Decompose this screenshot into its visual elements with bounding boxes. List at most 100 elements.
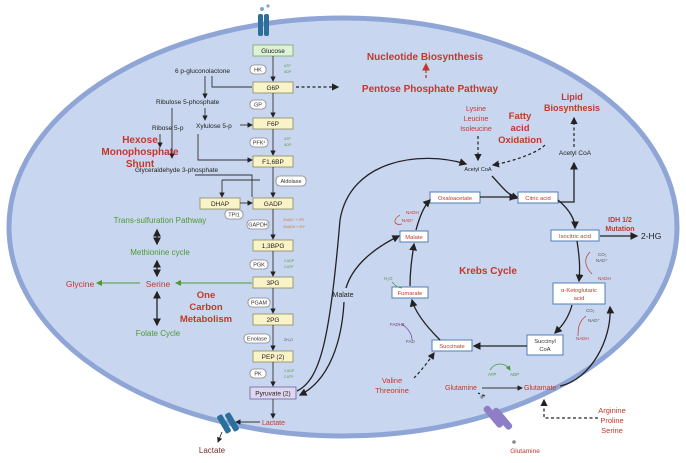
acetyl-coa-right-label: Acetyl CoA: [559, 150, 592, 157]
leucine-label: Leucine: [464, 116, 489, 123]
malate-label: Malate: [405, 235, 422, 241]
gp-label: GP: [254, 103, 262, 109]
gp-enzyme-box: [249, 99, 267, 110]
akg-line2: acid: [574, 296, 585, 302]
succinate-box: [431, 339, 473, 352]
gluconolactone-label: 6 p-gluconolactone: [175, 68, 230, 75]
krebs-title: Krebs Cycle: [459, 266, 517, 277]
pfk-label: PFK¹: [253, 141, 266, 147]
hms-title-line2: Monophosphate: [101, 147, 179, 158]
hk-enzyme-box: [249, 64, 267, 75]
gapdh-enzyme-box: [246, 219, 270, 230]
pfk-atp: ATP: [284, 137, 291, 141]
pk-label: PK: [254, 372, 262, 378]
isoleucine-label: Isoleucine: [460, 126, 492, 133]
f16bp-label: F1,6BP: [262, 159, 284, 166]
proline-label: Proline: [600, 416, 623, 425]
nad-akg: NAD⁺: [588, 318, 601, 323]
threonine-label: Threonine: [375, 386, 409, 395]
folate-label: Folate Cycle: [136, 329, 181, 338]
glutamine-out-label: Glutamine: [510, 448, 540, 455]
citric-acid-box: [517, 191, 559, 204]
lipid-line2: Biosynthesis: [544, 103, 600, 113]
lipid-line1: Lipid: [561, 92, 583, 102]
tpi-label: TPI1: [228, 213, 240, 219]
hk-atp: ATP: [284, 64, 291, 68]
arginine-label: Arginine: [598, 406, 626, 415]
lactate-label: Lactate: [262, 420, 285, 427]
succinyl-line1: Succinyl: [534, 339, 556, 345]
fao-line1: Fatty: [509, 111, 532, 122]
glutamine-label: Glutamine: [445, 385, 477, 392]
hg2-label: 2-HG: [641, 231, 661, 241]
lysine-label: Lysine: [466, 106, 486, 113]
idh-line1: IDH 1/2: [608, 217, 632, 224]
nadh-malate: NADH: [406, 210, 419, 215]
methionine-label: Methionine cycle: [130, 248, 190, 257]
nadh-isocitric: NADH: [598, 276, 611, 281]
idh-line2: Mutation: [605, 226, 634, 233]
hms-title-line1: Hexose: [122, 135, 158, 146]
pgk-atp: 2 ATP: [284, 265, 294, 269]
pyruvate-label: Pyruvate (2): [255, 391, 290, 398]
aldolase-enzyme-box: [275, 175, 307, 187]
xylulose-label: Xylulose 5-p: [196, 123, 232, 130]
h2o-fumarate: H₂O: [384, 276, 393, 281]
ribulose-label: Ribulose 5-phosphate: [156, 99, 220, 106]
one-carbon-line2: Carbon: [189, 302, 222, 313]
glutamate-label: Glutamate: [524, 385, 556, 392]
akg-line1: α-Ketoglutaric: [561, 288, 597, 294]
ppp-title: Pentose Phosphate Pathway: [362, 84, 499, 95]
bpg13-label: 1,3BPG: [262, 243, 285, 250]
isocitric-acid-box: [550, 229, 600, 242]
nad-isocitric: NAD⁺: [596, 258, 609, 263]
akg-box: [552, 282, 606, 305]
lactate-out-label: Lactate: [199, 446, 226, 455]
enolase-enzyme-box: [243, 333, 271, 344]
gapdh-label: GAPDH: [248, 223, 268, 229]
fumarate-box: [391, 286, 429, 299]
succinyl-line2: CoA: [539, 347, 550, 353]
pfk-enzyme-box: [249, 137, 269, 148]
fadh2: FADH2: [390, 322, 405, 327]
citric-acid-label: Citric acid: [525, 196, 550, 202]
one-carbon-line3: Metabolism: [180, 314, 232, 325]
dhap-box: [199, 197, 241, 210]
fao-line3: Oxidation: [498, 135, 542, 146]
pk-enzyme-box: [249, 368, 267, 379]
pg2-label: 2PG: [266, 317, 279, 324]
pgam-enzyme-box: [247, 297, 271, 308]
co2-isocitric: CO₂: [598, 252, 607, 257]
hms-title-line3: Shunt: [126, 159, 155, 170]
malate-transport-label: Malate: [332, 292, 353, 299]
serine-label: Serine: [146, 279, 171, 289]
f6p-label: F6P: [267, 121, 279, 128]
gapdh-nad: 2NAD⁺ + 2Pi: [283, 218, 304, 222]
enolase-h2o: 2H₂O: [284, 338, 293, 342]
one-carbon-line1: One: [197, 290, 215, 301]
pep-label: PEP (2): [262, 354, 285, 361]
pg3-label: 3PG: [266, 280, 279, 287]
co2-akg: CO₂: [586, 308, 595, 313]
hk-adp: ADP: [284, 70, 292, 74]
acetyl-coa-left-label: Acetyl CoA: [464, 167, 492, 173]
lactate-transporter-icon: [217, 412, 239, 434]
transsulfuration-label: Trans-sulfuration Pathway: [114, 216, 207, 225]
pgk-enzyme-box: [249, 259, 269, 270]
dhap-label: DHAP: [211, 201, 229, 208]
enolase-label: Enolase: [247, 337, 267, 343]
aldolase-label: Aldolase: [280, 179, 301, 185]
succinyl-coa-box: [526, 334, 564, 356]
gapdh-nadh: 2NADH + 2H⁺: [283, 225, 306, 229]
fad: FAD: [406, 339, 416, 344]
succinate-label: Succinate: [439, 344, 464, 350]
isocitric-acid-label: Isocitric acid: [559, 234, 591, 240]
serine-ext-label: Serine: [601, 426, 623, 435]
ribose-label: Ribose 5-p: [152, 125, 184, 132]
glycine-label: Glycine: [66, 279, 95, 289]
nadh-akg: NADH: [576, 336, 589, 341]
fumarate-label: Fumarate: [398, 291, 423, 297]
fao-line2: acid: [510, 123, 529, 134]
pgam-label: PGAM: [251, 301, 268, 307]
